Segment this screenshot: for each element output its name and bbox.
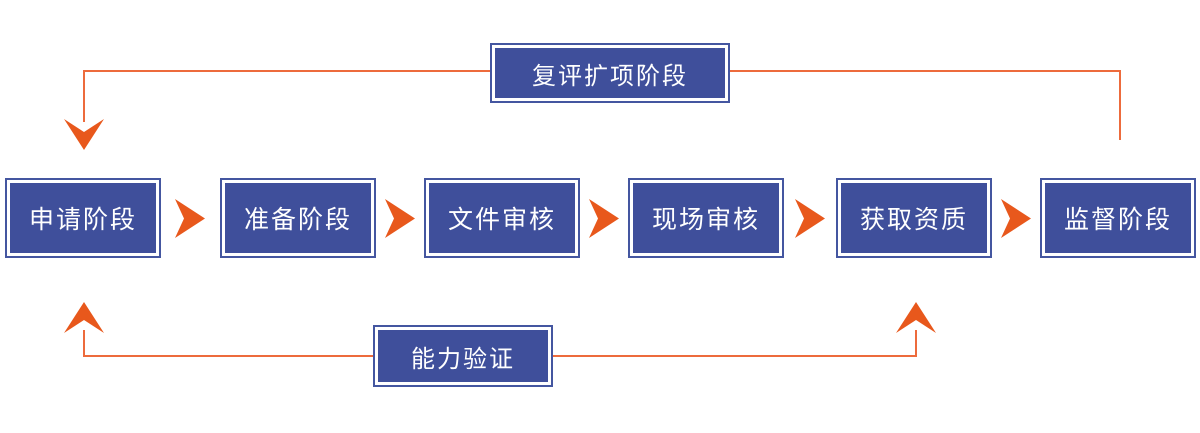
bottom-loop-line-up-right <box>915 330 917 357</box>
top-loop-line-left <box>84 70 490 72</box>
chevron-right-icon <box>589 199 619 238</box>
chevron-right-icon <box>795 199 825 238</box>
stage-label-onsite-review: 现场审核 <box>651 206 760 234</box>
bottom-loop-line-left <box>84 355 373 357</box>
bottom-loop-label-box: 能力验证 <box>373 325 553 387</box>
arrowhead-up-icon <box>64 302 104 333</box>
chevron-right-icon <box>385 199 415 238</box>
stage-label-preparation: 准备阶段 <box>243 206 352 234</box>
stage-box-preparation: 准备阶段 <box>220 178 376 258</box>
bottom-loop-line-right <box>553 355 917 357</box>
stage-box-monitoring: 监督阶段 <box>1040 178 1196 258</box>
stage-box-onsite-review: 现场审核 <box>628 178 784 258</box>
stage-label-document-review: 文件审核 <box>447 206 556 234</box>
stage-label-monitoring: 监督阶段 <box>1063 206 1172 234</box>
chevron-right-icon <box>1001 199 1031 238</box>
top-loop-label-box: 复评扩项阶段 <box>490 43 730 103</box>
stage-box-application: 申请阶段 <box>5 178 161 258</box>
top-loop-label-fill: 复评扩项阶段 <box>495 48 725 98</box>
top-loop-label: 复评扩项阶段 <box>532 62 688 90</box>
top-loop-line-down-left <box>83 70 85 122</box>
stage-box-obtain-qualification: 获取资质 <box>836 178 992 258</box>
bottom-loop-line-up-left <box>83 330 85 357</box>
stage-box-document-review: 文件审核 <box>424 178 580 258</box>
top-loop-line-right <box>730 70 1121 72</box>
bottom-loop-label-fill: 能力验证 <box>378 330 548 382</box>
top-loop-line-down-right <box>1119 70 1121 140</box>
bottom-loop-label: 能力验证 <box>411 345 515 373</box>
chevron-right-icon <box>175 199 205 238</box>
arrowhead-up-icon <box>896 302 936 333</box>
stage-label-obtain-qualification: 获取资质 <box>859 206 968 234</box>
stage-label-application: 申请阶段 <box>28 206 137 234</box>
arrowhead-down-icon <box>64 119 104 150</box>
